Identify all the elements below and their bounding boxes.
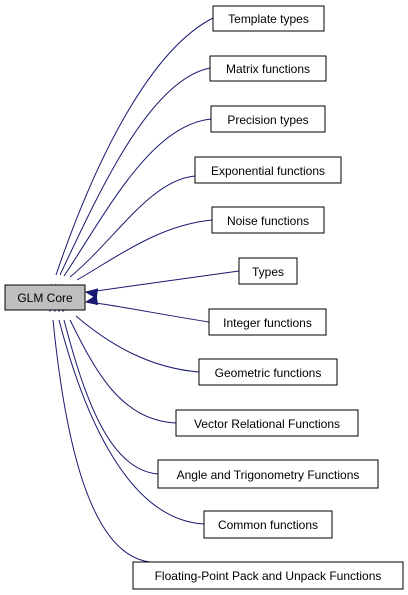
module-label: Exponential functions <box>211 164 325 178</box>
module-label: Geometric functions <box>215 366 322 380</box>
module-label: Integer functions <box>223 316 312 330</box>
edge-template-types <box>51 17 214 298</box>
module-node-types[interactable]: Types <box>238 257 298 285</box>
module-label: Template types <box>228 12 309 26</box>
root-node-box <box>4 284 86 311</box>
edge-exponential-functions <box>62 175 196 297</box>
module-node-precision-types[interactable]: Precision types <box>210 105 326 133</box>
module-label: Noise functions <box>227 214 309 228</box>
root-node-label: GLM Core <box>17 291 73 305</box>
arrowhead <box>84 294 99 306</box>
module-label: Types <box>252 265 284 279</box>
module-label: Vector Relational Functions <box>194 417 340 431</box>
module-node-integer-functions[interactable]: Integer functions <box>208 308 327 336</box>
module-label: Precision types <box>227 113 308 127</box>
module-node-floating-point-pack-unpack[interactable]: Floating-Point Pack and Unpack Functions <box>132 561 404 590</box>
module-node-geometric-functions[interactable]: Geometric functions <box>198 358 338 386</box>
root-node[interactable]: GLM Core <box>4 284 86 311</box>
module-label: Floating-Point Pack and Unpack Functions <box>155 569 382 583</box>
edge-types <box>84 270 240 299</box>
module-node-matrix-functions[interactable]: Matrix functions <box>209 55 327 82</box>
module-node-vector-relational-functions[interactable]: Vector Relational Functions <box>175 409 359 437</box>
arrowhead <box>84 288 99 299</box>
module-node-exponential-functions[interactable]: Exponential functions <box>194 156 342 184</box>
edge-vector-relational-functions <box>62 298 177 424</box>
module-node-noise-functions[interactable]: Noise functions <box>211 206 325 234</box>
module-node-template-types[interactable]: Template types <box>212 5 325 32</box>
module-label: Common functions <box>218 518 318 532</box>
edge-noise-functions <box>66 219 213 297</box>
module-node-common-functions[interactable]: Common functions <box>203 510 333 539</box>
module-node-angle-trigonometry-functions[interactable]: Angle and Trigonometry Functions <box>157 459 379 489</box>
module-label: Matrix functions <box>226 62 310 76</box>
edge-geometric-functions <box>66 299 200 373</box>
edge-precision-types <box>58 118 212 298</box>
module-label: Angle and Trigonometry Functions <box>177 468 360 482</box>
edge-integer-functions <box>84 294 210 323</box>
